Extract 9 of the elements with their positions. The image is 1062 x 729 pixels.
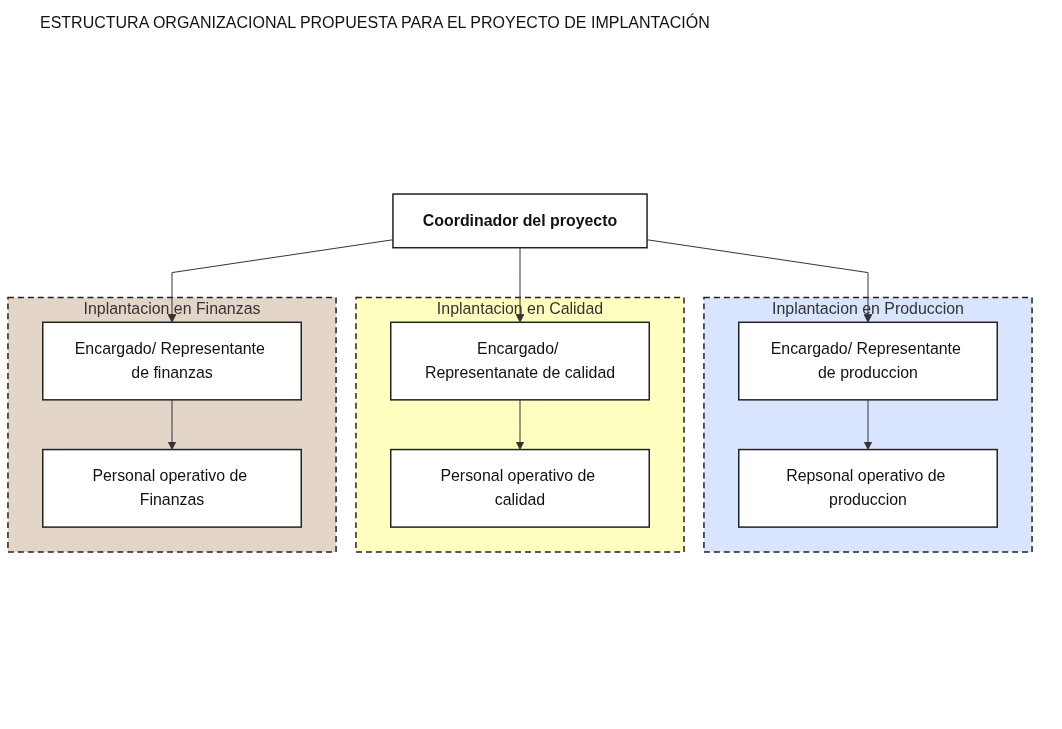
node-box: Coordinador del proyecto bbox=[392, 193, 648, 249]
diagram-title: ESTRUCTURA ORGANIZACIONAL PROPUESTA PARA EL PROYECTO DE IMPLANTACIÓN bbox=[40, 14, 711, 32]
arrow bbox=[515, 247, 525, 323]
node-box: Personal operativo de Finanzas bbox=[42, 448, 302, 528]
node-box: Encargado/ Representanate de calidad bbox=[390, 321, 650, 401]
node-box: Encargado/ Representante de finanzas bbox=[42, 321, 302, 401]
node-box: Encargado/ Representante de produccion bbox=[738, 321, 998, 401]
node-box: Repsonal operativo de produccion bbox=[738, 448, 998, 528]
node-box: Personal operativo de calidad bbox=[390, 448, 650, 528]
